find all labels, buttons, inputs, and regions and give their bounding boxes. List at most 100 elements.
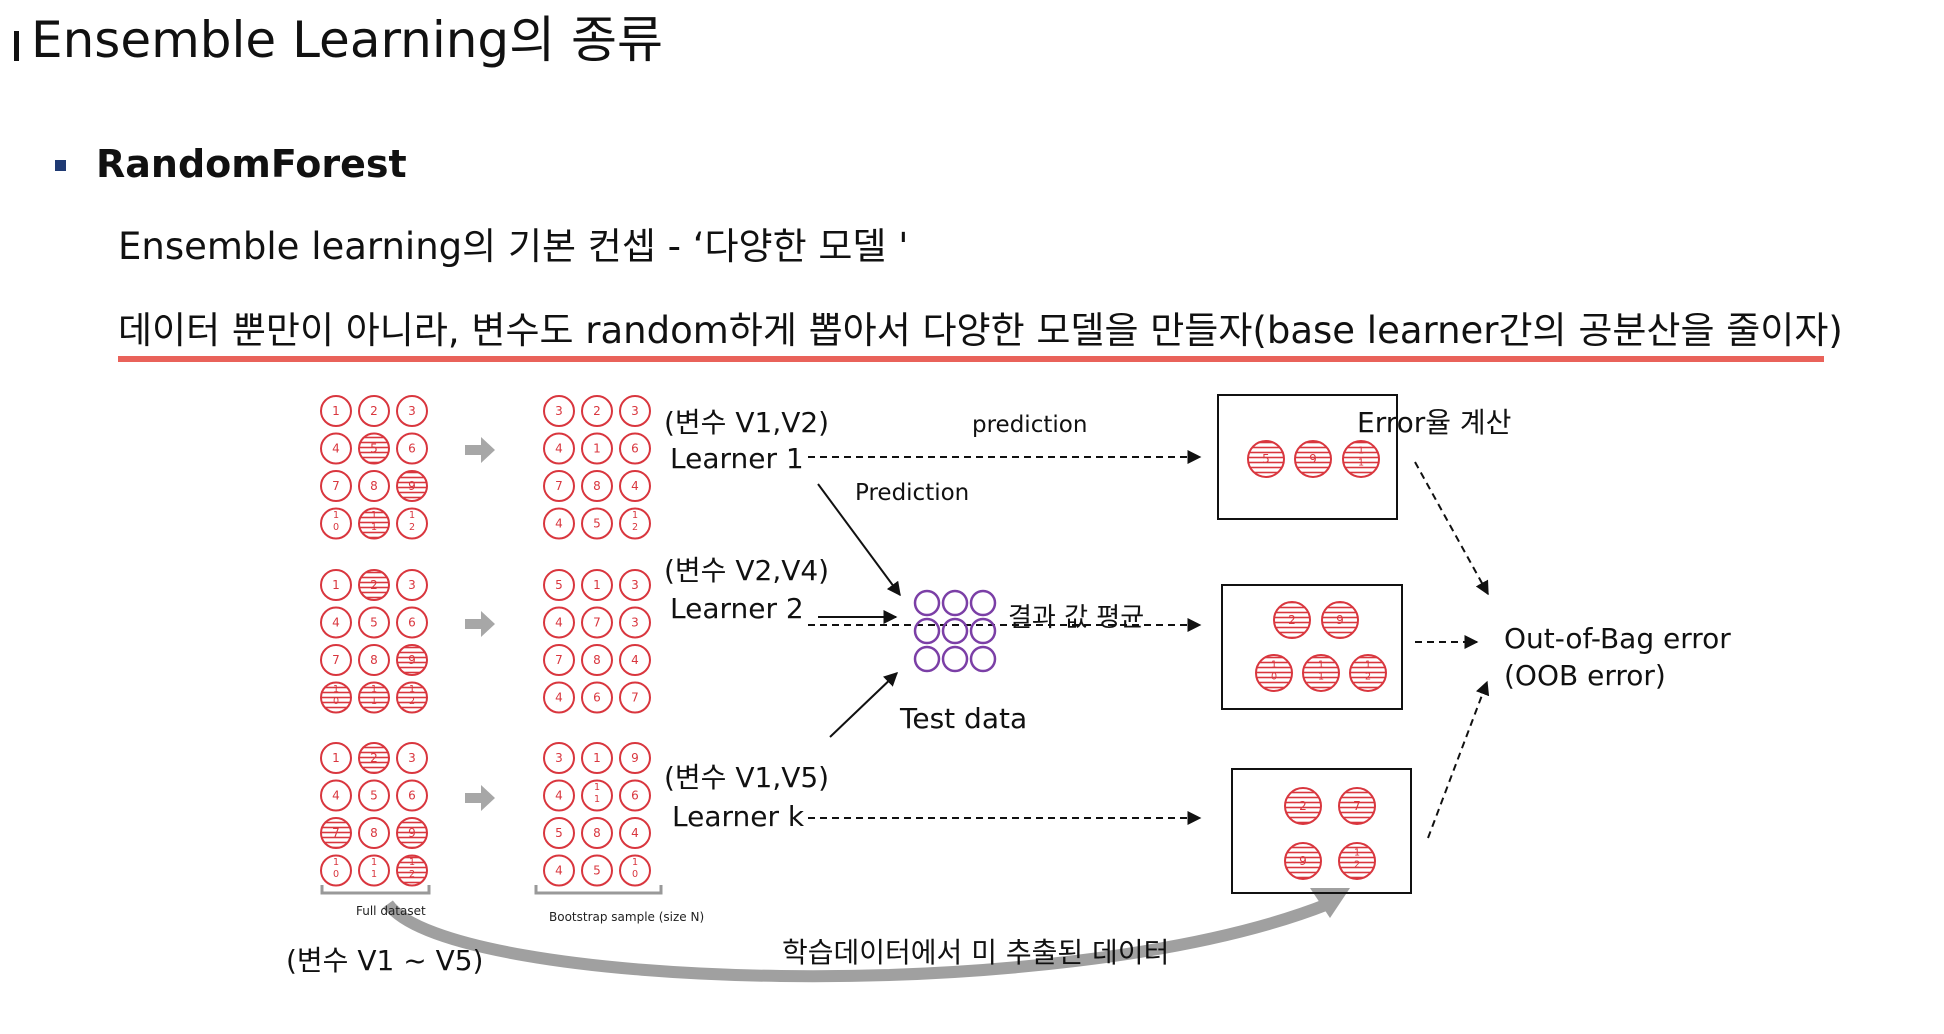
full-dataset-circle: 5 bbox=[358, 606, 390, 639]
bootstrap-circle: 10 bbox=[619, 854, 651, 887]
full-dataset-circle: 1 bbox=[320, 569, 352, 601]
bootstrap-circle-ring bbox=[619, 854, 651, 887]
full-dataset-circle-number: 2 bbox=[409, 869, 415, 880]
oob-circle-number: 2 bbox=[1299, 799, 1307, 813]
full-dataset-circle: 1 bbox=[320, 395, 352, 427]
full-dataset-circle-ring bbox=[320, 681, 352, 714]
bootstrap-circle-ring bbox=[543, 817, 575, 849]
page-title-text: Ensemble Learning의 종류 bbox=[31, 11, 664, 69]
bootstrap-circle-number: 2 bbox=[593, 404, 601, 418]
full-dataset-circle-number: 3 bbox=[408, 578, 416, 592]
bootstrap-circle: 5 bbox=[581, 854, 613, 887]
full-dataset-circle-ring bbox=[396, 644, 428, 676]
full-dataset-circle-number: 1 bbox=[371, 522, 377, 533]
bootstrap-circle: 12 bbox=[619, 507, 651, 540]
full-dataset-circle-number: 5 bbox=[370, 616, 378, 630]
bootstrap-circle: 3 bbox=[619, 395, 651, 427]
oob-circle: 2 bbox=[1284, 787, 1322, 825]
full-dataset-circle-number: 8 bbox=[370, 653, 378, 667]
bootstrap-circle-ring bbox=[581, 606, 613, 639]
full-dataset-circle-number: 1 bbox=[333, 857, 339, 868]
test-circle bbox=[941, 589, 969, 617]
full-dataset-circle-number: 1 bbox=[371, 510, 377, 521]
full-dataset-circle-number: 7 bbox=[332, 479, 340, 493]
bootstrap-circle: 6 bbox=[619, 432, 651, 465]
bootstrap-circle-ring bbox=[543, 470, 575, 502]
bootstrap-circle-ring bbox=[619, 644, 651, 676]
bootstrap-circle: 4 bbox=[619, 470, 651, 502]
full-dataset-circle: 7 bbox=[320, 817, 352, 849]
bootstrap-circle-ring bbox=[619, 432, 651, 465]
bootstrap-circle-number: 1 bbox=[632, 510, 638, 521]
bootstrap-circle-number: 1 bbox=[594, 794, 600, 805]
block-arrow-1 bbox=[465, 437, 495, 463]
full-dataset-circle-number: 6 bbox=[408, 789, 416, 803]
bootstrap-circle-ring bbox=[619, 742, 651, 774]
test-circle bbox=[913, 589, 941, 617]
test-circle bbox=[941, 617, 969, 645]
full-dataset-circle-ring bbox=[396, 742, 428, 774]
bootstrap-circle: 4 bbox=[619, 817, 651, 849]
full-dataset-circle-number: 9 bbox=[408, 479, 416, 493]
full-dataset-circle: 11 bbox=[358, 854, 390, 887]
bootstrap-circle-number: 7 bbox=[593, 616, 601, 630]
full-dataset-circle-ring bbox=[396, 779, 428, 812]
oob-circle-ring bbox=[1255, 654, 1293, 692]
oob-circle-ring bbox=[1349, 654, 1387, 692]
full-dataset-circle-number: 1 bbox=[333, 684, 339, 695]
bootstrap-circle-number: 0 bbox=[632, 869, 638, 880]
full-dataset-circle: 6 bbox=[396, 779, 428, 812]
full-dataset-circle: 1 bbox=[320, 742, 352, 774]
bootstrap-circle-number: 4 bbox=[555, 616, 563, 630]
oob-circle-number: 1 bbox=[1358, 458, 1364, 469]
full-dataset-circle: 7 bbox=[320, 644, 352, 676]
full-dataset-circle: 4 bbox=[320, 432, 352, 465]
test-circle bbox=[969, 645, 997, 673]
full-dataset-circle-ring bbox=[396, 606, 428, 639]
full-dataset-circle: 8 bbox=[358, 644, 390, 676]
bootstrap-circle: 1 bbox=[581, 742, 613, 774]
bootstrap-bracket bbox=[534, 885, 663, 895]
oob-circle-ring bbox=[1247, 440, 1285, 478]
learnerk-vars: (변수 V1,V5) bbox=[664, 761, 829, 794]
learnerk-to-test bbox=[829, 672, 899, 738]
bootstrap-circle: 5 bbox=[581, 507, 613, 540]
bootstrap-circle-number: 3 bbox=[555, 751, 563, 765]
full-dataset-circle-ring bbox=[358, 644, 390, 676]
full-dataset-circle-number: 1 bbox=[409, 684, 415, 695]
full-dataset-circle: 9 bbox=[396, 817, 428, 849]
full-dataset-circle-ring bbox=[358, 606, 390, 639]
full-dataset-circle-number: 6 bbox=[408, 442, 416, 456]
full-dataset-circle-ring bbox=[396, 432, 428, 465]
bootstrap-circle-ring bbox=[581, 470, 613, 502]
full-dataset-circle-ring bbox=[320, 644, 352, 676]
block-arrows bbox=[465, 437, 495, 811]
test-circle bbox=[969, 617, 997, 645]
full-dataset-circle-number: 4 bbox=[332, 789, 340, 803]
bootstrap-circle-ring bbox=[581, 644, 613, 676]
full-dataset-circle: 10 bbox=[320, 681, 352, 714]
bootstrap-circle: 4 bbox=[543, 432, 575, 465]
bootstrap-circle-ring bbox=[619, 779, 651, 812]
bootstrap-circle-number: 4 bbox=[631, 826, 639, 840]
full-dataset-circle-number: 1 bbox=[332, 578, 340, 592]
full-dataset-circle-number: 9 bbox=[408, 653, 416, 667]
variables-label: (변수 V1 ~ V5) bbox=[286, 944, 483, 977]
full-dataset-circle-ring bbox=[358, 854, 390, 887]
full-dataset-circle-ring bbox=[358, 817, 390, 849]
untrained-curve-arrow bbox=[383, 898, 1331, 983]
bootstrap-circle-number: 1 bbox=[632, 857, 638, 868]
full-dataset-circle-ring bbox=[358, 569, 390, 601]
full-dataset-circle-number: 4 bbox=[332, 616, 340, 630]
full-dataset-circle-ring bbox=[396, 817, 428, 849]
bootstrap-circle-ring bbox=[619, 681, 651, 714]
bullet-square bbox=[55, 160, 66, 171]
title-bar bbox=[14, 31, 19, 61]
bootstrap-circle: 7 bbox=[619, 681, 651, 714]
full-dataset-circle-ring bbox=[396, 470, 428, 502]
bootstrap-circle-ring bbox=[581, 395, 613, 427]
bootstrap-circle-number: 7 bbox=[555, 653, 563, 667]
untrained-label: 학습데이터에서 미 추출된 데이터 bbox=[782, 936, 1169, 969]
bootstrap-circle: 4 bbox=[543, 779, 575, 812]
bootstrap-circle: 11 bbox=[581, 779, 613, 812]
